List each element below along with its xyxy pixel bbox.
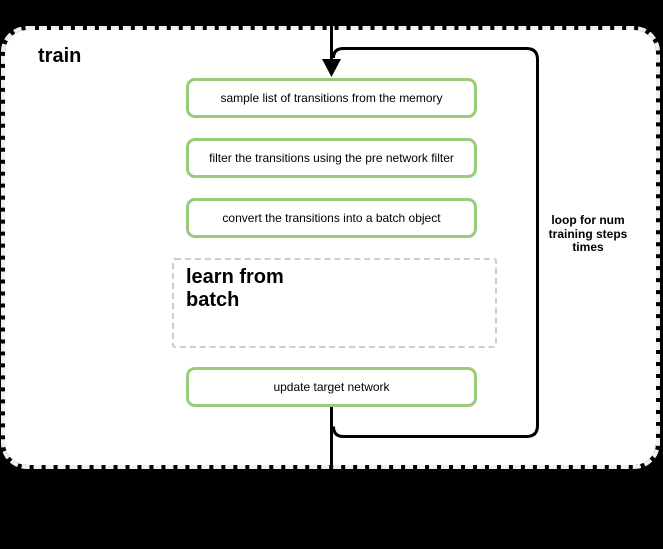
step-box-convert-to-batch: convert the transitions into a batch obj… — [186, 198, 477, 238]
step-box-update-target-network: update target network — [186, 367, 477, 407]
loop-annotation-line-2: training steps — [548, 226, 628, 241]
loop-annotation-line-1: loop for num — [551, 213, 625, 227]
step-box-filter-transitions: filter the transitions using the pre net… — [186, 138, 477, 178]
subprocess-label-line-1: learn from — [186, 266, 284, 288]
group-title-train: train — [38, 45, 82, 67]
step-box-sample-transitions: sample list of transitions from the memo… — [186, 78, 477, 118]
loop-annotation-label: loop for num training steps times — [540, 213, 636, 255]
subprocess-box-learn-from-batch: learn from batch — [172, 258, 497, 348]
loop-annotation-line-3: times — [572, 240, 604, 254]
subprocess-label-line-2: batch — [186, 289, 240, 311]
